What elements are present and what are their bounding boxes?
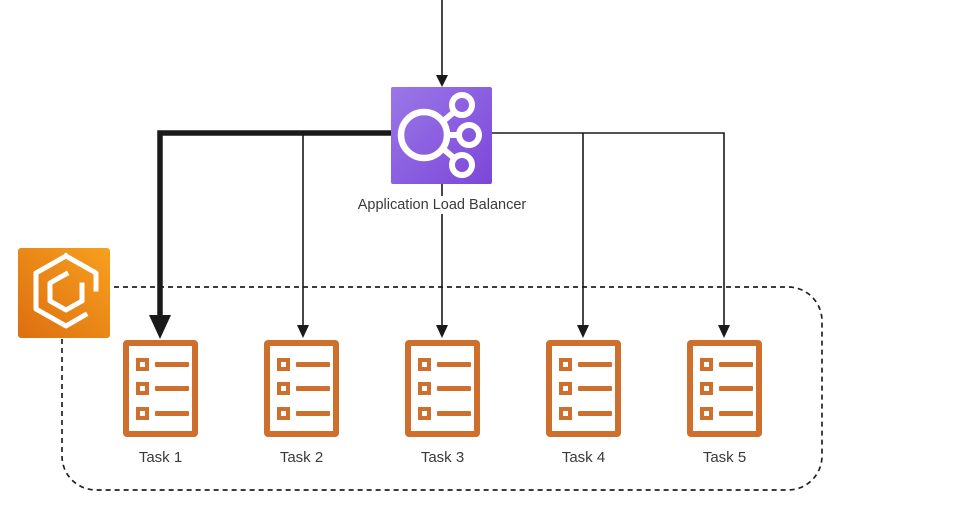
task-list-row bbox=[700, 382, 756, 395]
checkbox-glyph bbox=[277, 382, 290, 395]
ecs-task-icon bbox=[405, 340, 480, 437]
route-task5-line bbox=[492, 132, 725, 326]
line-glyph bbox=[437, 410, 471, 416]
checkbox-glyph bbox=[559, 357, 572, 371]
task-list-row bbox=[418, 357, 474, 371]
task-node: Task 2 bbox=[264, 340, 339, 466]
line-glyph bbox=[437, 386, 471, 391]
task-list-row bbox=[277, 382, 333, 395]
line-glyph bbox=[155, 361, 189, 367]
checkbox-glyph bbox=[700, 406, 713, 420]
task-label: Task 2 bbox=[279, 449, 324, 466]
task-list-row bbox=[559, 406, 615, 420]
task-label: Task 4 bbox=[561, 449, 606, 466]
task-list-row bbox=[559, 357, 615, 371]
route-task5-arrowhead bbox=[718, 325, 730, 338]
ecs-service-icon bbox=[18, 248, 110, 338]
load-balancer-label: Application Load Balancer bbox=[342, 196, 542, 214]
task-list-row bbox=[277, 406, 333, 420]
incoming-arrowhead bbox=[436, 75, 448, 87]
task-list-row bbox=[418, 406, 474, 420]
line-glyph bbox=[155, 386, 189, 391]
line-glyph bbox=[296, 410, 330, 416]
checkbox-glyph bbox=[418, 357, 431, 371]
checkbox-glyph bbox=[277, 406, 290, 420]
checkbox-glyph bbox=[418, 382, 431, 395]
line-glyph bbox=[719, 361, 753, 367]
line-glyph bbox=[578, 410, 612, 416]
application-load-balancer-icon bbox=[391, 87, 492, 184]
line-glyph bbox=[578, 386, 612, 391]
route-task1-arrowhead bbox=[149, 315, 171, 339]
ecs-task-icon bbox=[687, 340, 762, 437]
task-node: Task 5 bbox=[687, 340, 762, 466]
route-task2-arrowhead bbox=[297, 325, 309, 338]
task-list-row bbox=[418, 382, 474, 395]
checkbox-glyph bbox=[136, 406, 149, 420]
task-label: Task 1 bbox=[138, 449, 183, 466]
route-task1-line bbox=[157, 130, 391, 316]
task-label: Task 3 bbox=[420, 449, 465, 466]
task-list-row bbox=[136, 357, 192, 371]
checkbox-glyph bbox=[418, 406, 431, 420]
line-glyph bbox=[155, 410, 189, 416]
load-balancer-glyph bbox=[397, 92, 482, 178]
task-list-row bbox=[277, 357, 333, 371]
line-glyph bbox=[437, 361, 471, 367]
line-glyph bbox=[578, 361, 612, 367]
checkbox-glyph bbox=[559, 406, 572, 420]
route-task4-arrowhead bbox=[577, 325, 589, 338]
route-task3-arrowhead bbox=[436, 325, 448, 338]
line-glyph bbox=[719, 386, 753, 391]
task-list-row bbox=[559, 382, 615, 395]
checkbox-glyph bbox=[700, 357, 713, 371]
task-node: Task 4 bbox=[546, 340, 621, 466]
task-list-row bbox=[700, 357, 756, 371]
checkbox-glyph bbox=[277, 357, 290, 371]
task-list-row bbox=[136, 382, 192, 395]
line-glyph bbox=[296, 386, 330, 391]
task-label: Task 5 bbox=[702, 449, 747, 466]
line-glyph bbox=[296, 361, 330, 367]
task-node: Task 3 bbox=[405, 340, 480, 466]
ecs-service-glyph bbox=[33, 252, 99, 329]
ecs-task-icon bbox=[546, 340, 621, 437]
line-glyph bbox=[719, 410, 753, 416]
task-node: Task 1 bbox=[123, 340, 198, 466]
ecs-task-icon bbox=[264, 340, 339, 437]
task-list-row bbox=[700, 406, 756, 420]
task-list-row bbox=[136, 406, 192, 420]
checkbox-glyph bbox=[559, 382, 572, 395]
checkbox-glyph bbox=[136, 382, 149, 395]
checkbox-glyph bbox=[700, 382, 713, 395]
checkbox-glyph bbox=[136, 357, 149, 371]
ecs-task-icon bbox=[123, 340, 198, 437]
